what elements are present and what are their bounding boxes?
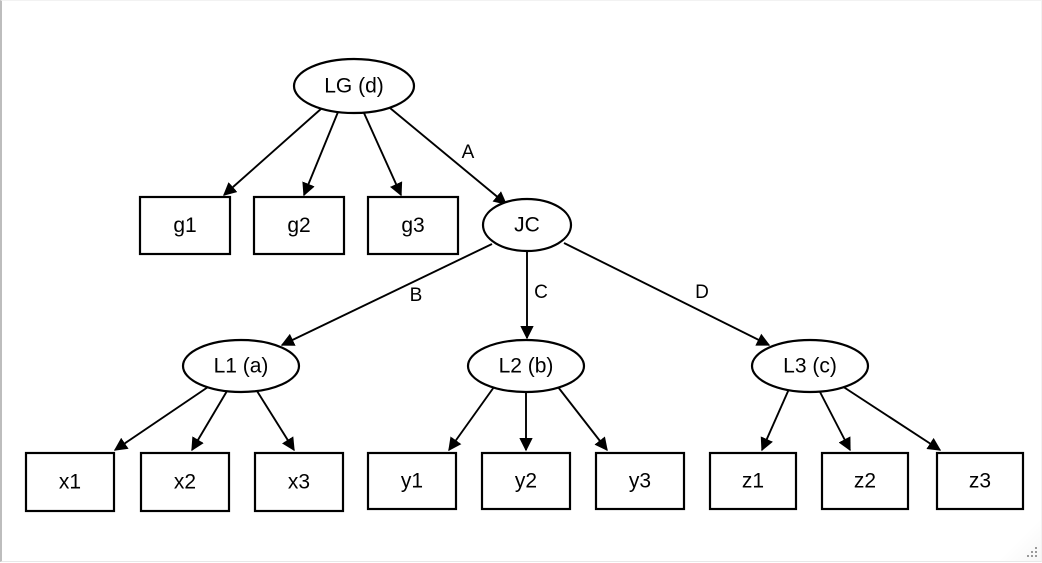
node-ellipse[interactable] bbox=[292, 57, 416, 115]
edge-l3-to-z2 bbox=[819, 391, 851, 452]
node-label-z1: z1 bbox=[742, 470, 764, 493]
edge-lg-to-jc: A bbox=[389, 107, 508, 205]
node-ellipse[interactable] bbox=[181, 338, 301, 394]
edge-line bbox=[256, 390, 295, 452]
edge-line bbox=[563, 242, 771, 346]
node-label-x3: x3 bbox=[288, 471, 310, 494]
edge-line bbox=[223, 107, 323, 196]
node-g2[interactable]: g2 bbox=[252, 195, 346, 256]
edge-line bbox=[191, 390, 228, 452]
edge-line bbox=[280, 243, 493, 346]
node-g3[interactable]: g3 bbox=[366, 195, 460, 256]
node-l1[interactable]: L1 (a) bbox=[181, 338, 301, 394]
edge-l2-to-y1 bbox=[448, 386, 495, 452]
node-rect[interactable] bbox=[820, 451, 910, 511]
node-rect[interactable] bbox=[252, 195, 346, 256]
edge-jc-to-l2: C bbox=[520, 251, 548, 340]
node-ellipse[interactable] bbox=[481, 197, 573, 253]
resize-grip-dot bbox=[1031, 551, 1033, 553]
node-label-l3: L3 (c) bbox=[783, 355, 837, 378]
edge-jc-to-l1: B bbox=[280, 243, 493, 346]
edge-line bbox=[302, 111, 339, 197]
node-rect[interactable] bbox=[366, 195, 460, 256]
resize-grip-dot bbox=[1035, 555, 1037, 557]
node-label-lg: LG (d) bbox=[324, 75, 384, 98]
node-rect[interactable] bbox=[480, 451, 572, 511]
edge-line bbox=[389, 107, 508, 205]
node-rect[interactable] bbox=[253, 451, 345, 513]
node-label-jc: JC bbox=[514, 214, 540, 237]
edge-l1-to-x2 bbox=[191, 390, 228, 452]
node-ellipse[interactable] bbox=[466, 338, 586, 394]
resize-grip-dot bbox=[1031, 555, 1033, 557]
node-l2[interactable]: L2 (b) bbox=[466, 338, 586, 394]
node-z2[interactable]: z2 bbox=[820, 451, 910, 511]
edge-line bbox=[760, 388, 790, 452]
node-label-g2: g2 bbox=[287, 214, 310, 237]
node-label-g3: g3 bbox=[401, 214, 424, 237]
node-label-y1: y1 bbox=[401, 470, 423, 493]
edge-l3-to-z3 bbox=[841, 385, 942, 451]
edge-jc-to-l3: D bbox=[563, 242, 771, 346]
resize-grip-handle[interactable] bbox=[1025, 545, 1039, 559]
node-label-y2: y2 bbox=[515, 470, 537, 493]
edge-l1-to-x1 bbox=[113, 386, 209, 451]
resize-grip-dot bbox=[1035, 551, 1037, 553]
edge-lg-to-g2 bbox=[302, 111, 339, 197]
node-rect[interactable] bbox=[594, 451, 686, 511]
edge-lg-to-g1 bbox=[223, 107, 323, 196]
edge-label-c: C bbox=[534, 282, 548, 303]
node-label-l1: L1 (a) bbox=[214, 355, 269, 378]
node-jc[interactable]: JC bbox=[481, 197, 573, 253]
node-y3[interactable]: y3 bbox=[594, 451, 686, 511]
edge-line bbox=[363, 112, 403, 197]
node-y2[interactable]: y2 bbox=[480, 451, 572, 511]
node-l3[interactable]: L3 (c) bbox=[750, 338, 870, 394]
node-ellipse[interactable] bbox=[750, 338, 870, 394]
node-rect[interactable] bbox=[935, 451, 1025, 511]
node-label-l2: L2 (b) bbox=[499, 355, 554, 378]
edge-label-a: A bbox=[462, 142, 475, 163]
edge-l3-to-z1 bbox=[760, 388, 790, 452]
edge-line bbox=[841, 385, 942, 451]
resize-grip-dot bbox=[1035, 547, 1037, 549]
node-rect[interactable] bbox=[138, 195, 232, 256]
node-x3[interactable]: x3 bbox=[253, 451, 345, 513]
edge-line bbox=[819, 391, 851, 452]
edge-l2-to-y3 bbox=[557, 386, 608, 452]
edge-lg-to-g3 bbox=[363, 112, 403, 197]
node-label-g1: g1 bbox=[173, 214, 196, 237]
node-x2[interactable]: x2 bbox=[139, 451, 231, 513]
node-label-z3: z3 bbox=[969, 470, 991, 493]
edge-line bbox=[113, 386, 209, 451]
resize-grip-dot bbox=[1027, 555, 1029, 557]
edge-l1-to-x3 bbox=[256, 390, 295, 452]
node-label-x1: x1 bbox=[59, 471, 81, 494]
edge-label-b: B bbox=[410, 285, 423, 306]
node-label-x2: x2 bbox=[174, 471, 196, 494]
node-rect[interactable] bbox=[24, 451, 116, 513]
edge-label-d: D bbox=[695, 282, 709, 303]
edges-layer: A B C D bbox=[113, 107, 942, 452]
node-rect[interactable] bbox=[708, 451, 798, 511]
node-g1[interactable]: g1 bbox=[138, 195, 232, 256]
edge-line bbox=[448, 386, 495, 452]
node-z1[interactable]: z1 bbox=[708, 451, 798, 511]
node-rect[interactable] bbox=[366, 451, 458, 511]
node-label-y3: y3 bbox=[629, 470, 651, 493]
node-label-z2: z2 bbox=[854, 470, 876, 493]
node-x1[interactable]: x1 bbox=[24, 451, 116, 513]
edge-line bbox=[557, 386, 608, 452]
node-y1[interactable]: y1 bbox=[366, 451, 458, 511]
nodes-layer: LG (d) JC L1 (a) L2 (b) L3 (c) g1 g2 g3 x1 x2 x3 y1… bbox=[24, 57, 1025, 513]
node-z3[interactable]: z3 bbox=[935, 451, 1025, 511]
node-rect[interactable] bbox=[139, 451, 231, 513]
node-lg[interactable]: LG (d) bbox=[292, 57, 416, 115]
